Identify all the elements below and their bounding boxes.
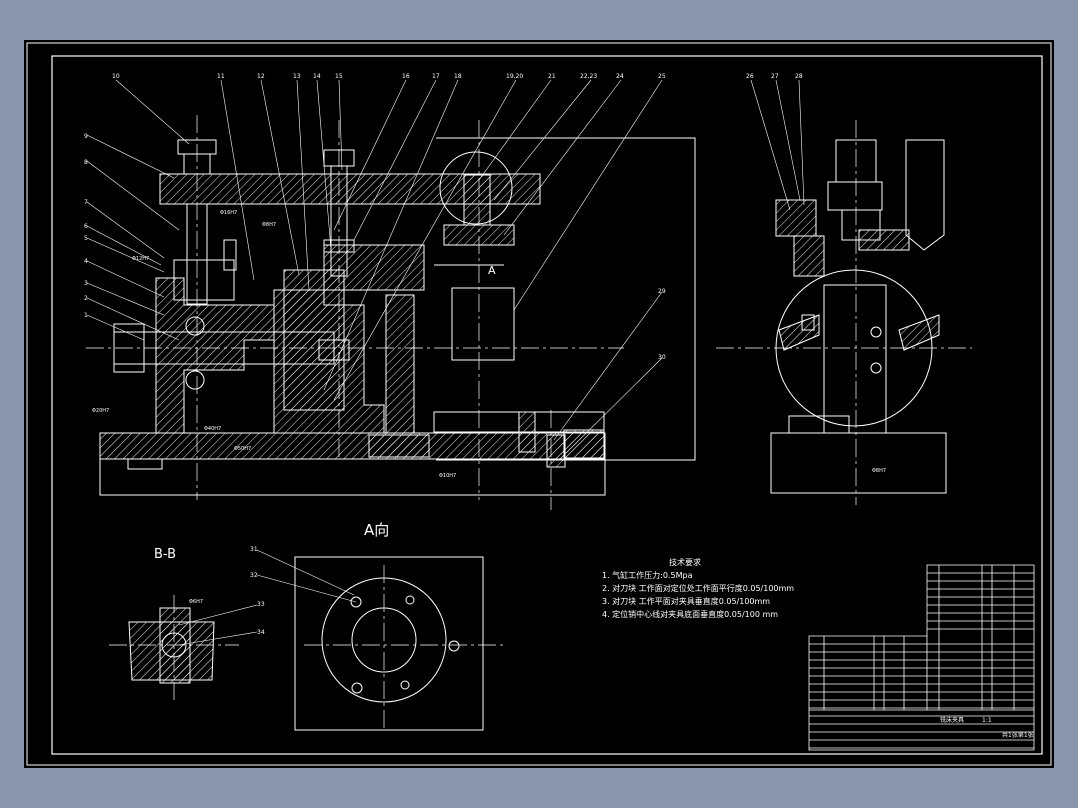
balloon-34: 34	[257, 629, 265, 636]
balloon-29: 29	[658, 288, 666, 295]
drawing-sheet: 10 9 8 7 6 5 4 3 2 1 11 12 13 14 15 16 1…	[24, 40, 1054, 768]
balloon-33: 33	[257, 601, 265, 608]
balloon-25: 25	[658, 73, 666, 80]
title-block-text: 铣床夹具 1:1 共1张第1张	[940, 716, 1034, 739]
balloon-24: 24	[616, 73, 624, 80]
title-block	[808, 564, 1035, 751]
section-b-b	[109, 595, 239, 700]
balloon-26: 26	[746, 73, 754, 80]
balloon-30: 30	[658, 354, 666, 361]
tech-item-4: 4. 定位销中心线对夹具底面垂直度0.05/100 mm	[602, 609, 778, 619]
balloon-18: 18	[454, 73, 462, 80]
dim-note: Φ50H7	[234, 446, 251, 452]
cad-drawing: 10 9 8 7 6 5 4 3 2 1 11 12 13 14 15 16 1…	[26, 42, 1052, 766]
inner-border	[51, 55, 1043, 755]
dim-note: Φ10H7	[439, 473, 456, 479]
balloon-2: 2	[84, 295, 88, 302]
balloon-7: 7	[84, 199, 88, 206]
section-bb-label: B-B	[154, 547, 176, 562]
title-block-scale: 1:1	[982, 717, 992, 724]
tech-item-2: 2. 对刀块 工作面对定位处工作面平行度0.05/100mm	[602, 583, 794, 593]
balloon-14: 14	[313, 73, 321, 80]
side-view	[716, 120, 972, 505]
balloon-11: 11	[217, 73, 225, 80]
outer-border	[26, 42, 1052, 766]
balloon-1: 1	[84, 312, 88, 319]
tech-item-3: 3. 对刀块 工作平面对夹具垂直度0.05/100mm	[602, 596, 770, 606]
balloon-19-20: 19,20	[506, 73, 523, 80]
balloon-6: 6	[84, 223, 88, 230]
dimension-notes: Φ16H7 Φ8H7 Φ12H7 Φ20H7 Φ40H7 Φ50H7 Φ10H7…	[92, 210, 886, 605]
tech-title: 技术要求	[669, 557, 701, 567]
balloon-9: 9	[84, 133, 88, 140]
tech-item-1: 1. 气缸工作压力:0.5Mpa	[602, 570, 693, 580]
balloon-13: 13	[293, 73, 301, 80]
balloon-3: 3	[84, 280, 88, 287]
balloon-32: 32	[250, 572, 258, 579]
title-block-sheet: 共1张第1张	[1002, 731, 1034, 739]
dim-note: Φ40H7	[204, 426, 221, 432]
balloon-8: 8	[84, 159, 88, 166]
dim-note: Φ20H7	[92, 408, 109, 414]
balloon-22-23: 22,23	[580, 73, 597, 80]
leader-lines	[86, 79, 805, 646]
front-section-view	[86, 115, 696, 510]
balloon-31: 31	[250, 546, 258, 553]
balloon-labels: 10 9 8 7 6 5 4 3 2 1 11 12 13 14 15 16 1…	[84, 73, 803, 636]
tech-requirements: 技术要求 1. 气缸工作压力:0.5Mpa 2. 对刀块 工作面对定位处工作面平…	[602, 557, 794, 619]
balloon-15: 15	[335, 73, 343, 80]
balloon-4: 4	[84, 258, 88, 265]
balloon-5: 5	[84, 235, 88, 242]
balloon-16: 16	[402, 73, 410, 80]
balloon-10: 10	[112, 73, 120, 80]
balloon-28: 28	[795, 73, 803, 80]
a-direction-view	[294, 556, 504, 731]
title-block-name: 铣床夹具	[940, 716, 964, 724]
balloon-12: 12	[257, 73, 265, 80]
balloon-17: 17	[432, 73, 440, 80]
dim-note: Φ8H7	[262, 222, 276, 228]
arrow-a-label: A	[488, 264, 496, 277]
dim-note: Φ6H7	[189, 599, 203, 605]
dim-note: Φ16H7	[220, 210, 237, 216]
dim-note: Φ8H7	[872, 468, 886, 474]
balloon-27: 27	[771, 73, 779, 80]
balloon-21: 21	[548, 73, 556, 80]
a-view-label: A向	[364, 521, 389, 539]
dim-note: Φ12H7	[132, 256, 149, 262]
